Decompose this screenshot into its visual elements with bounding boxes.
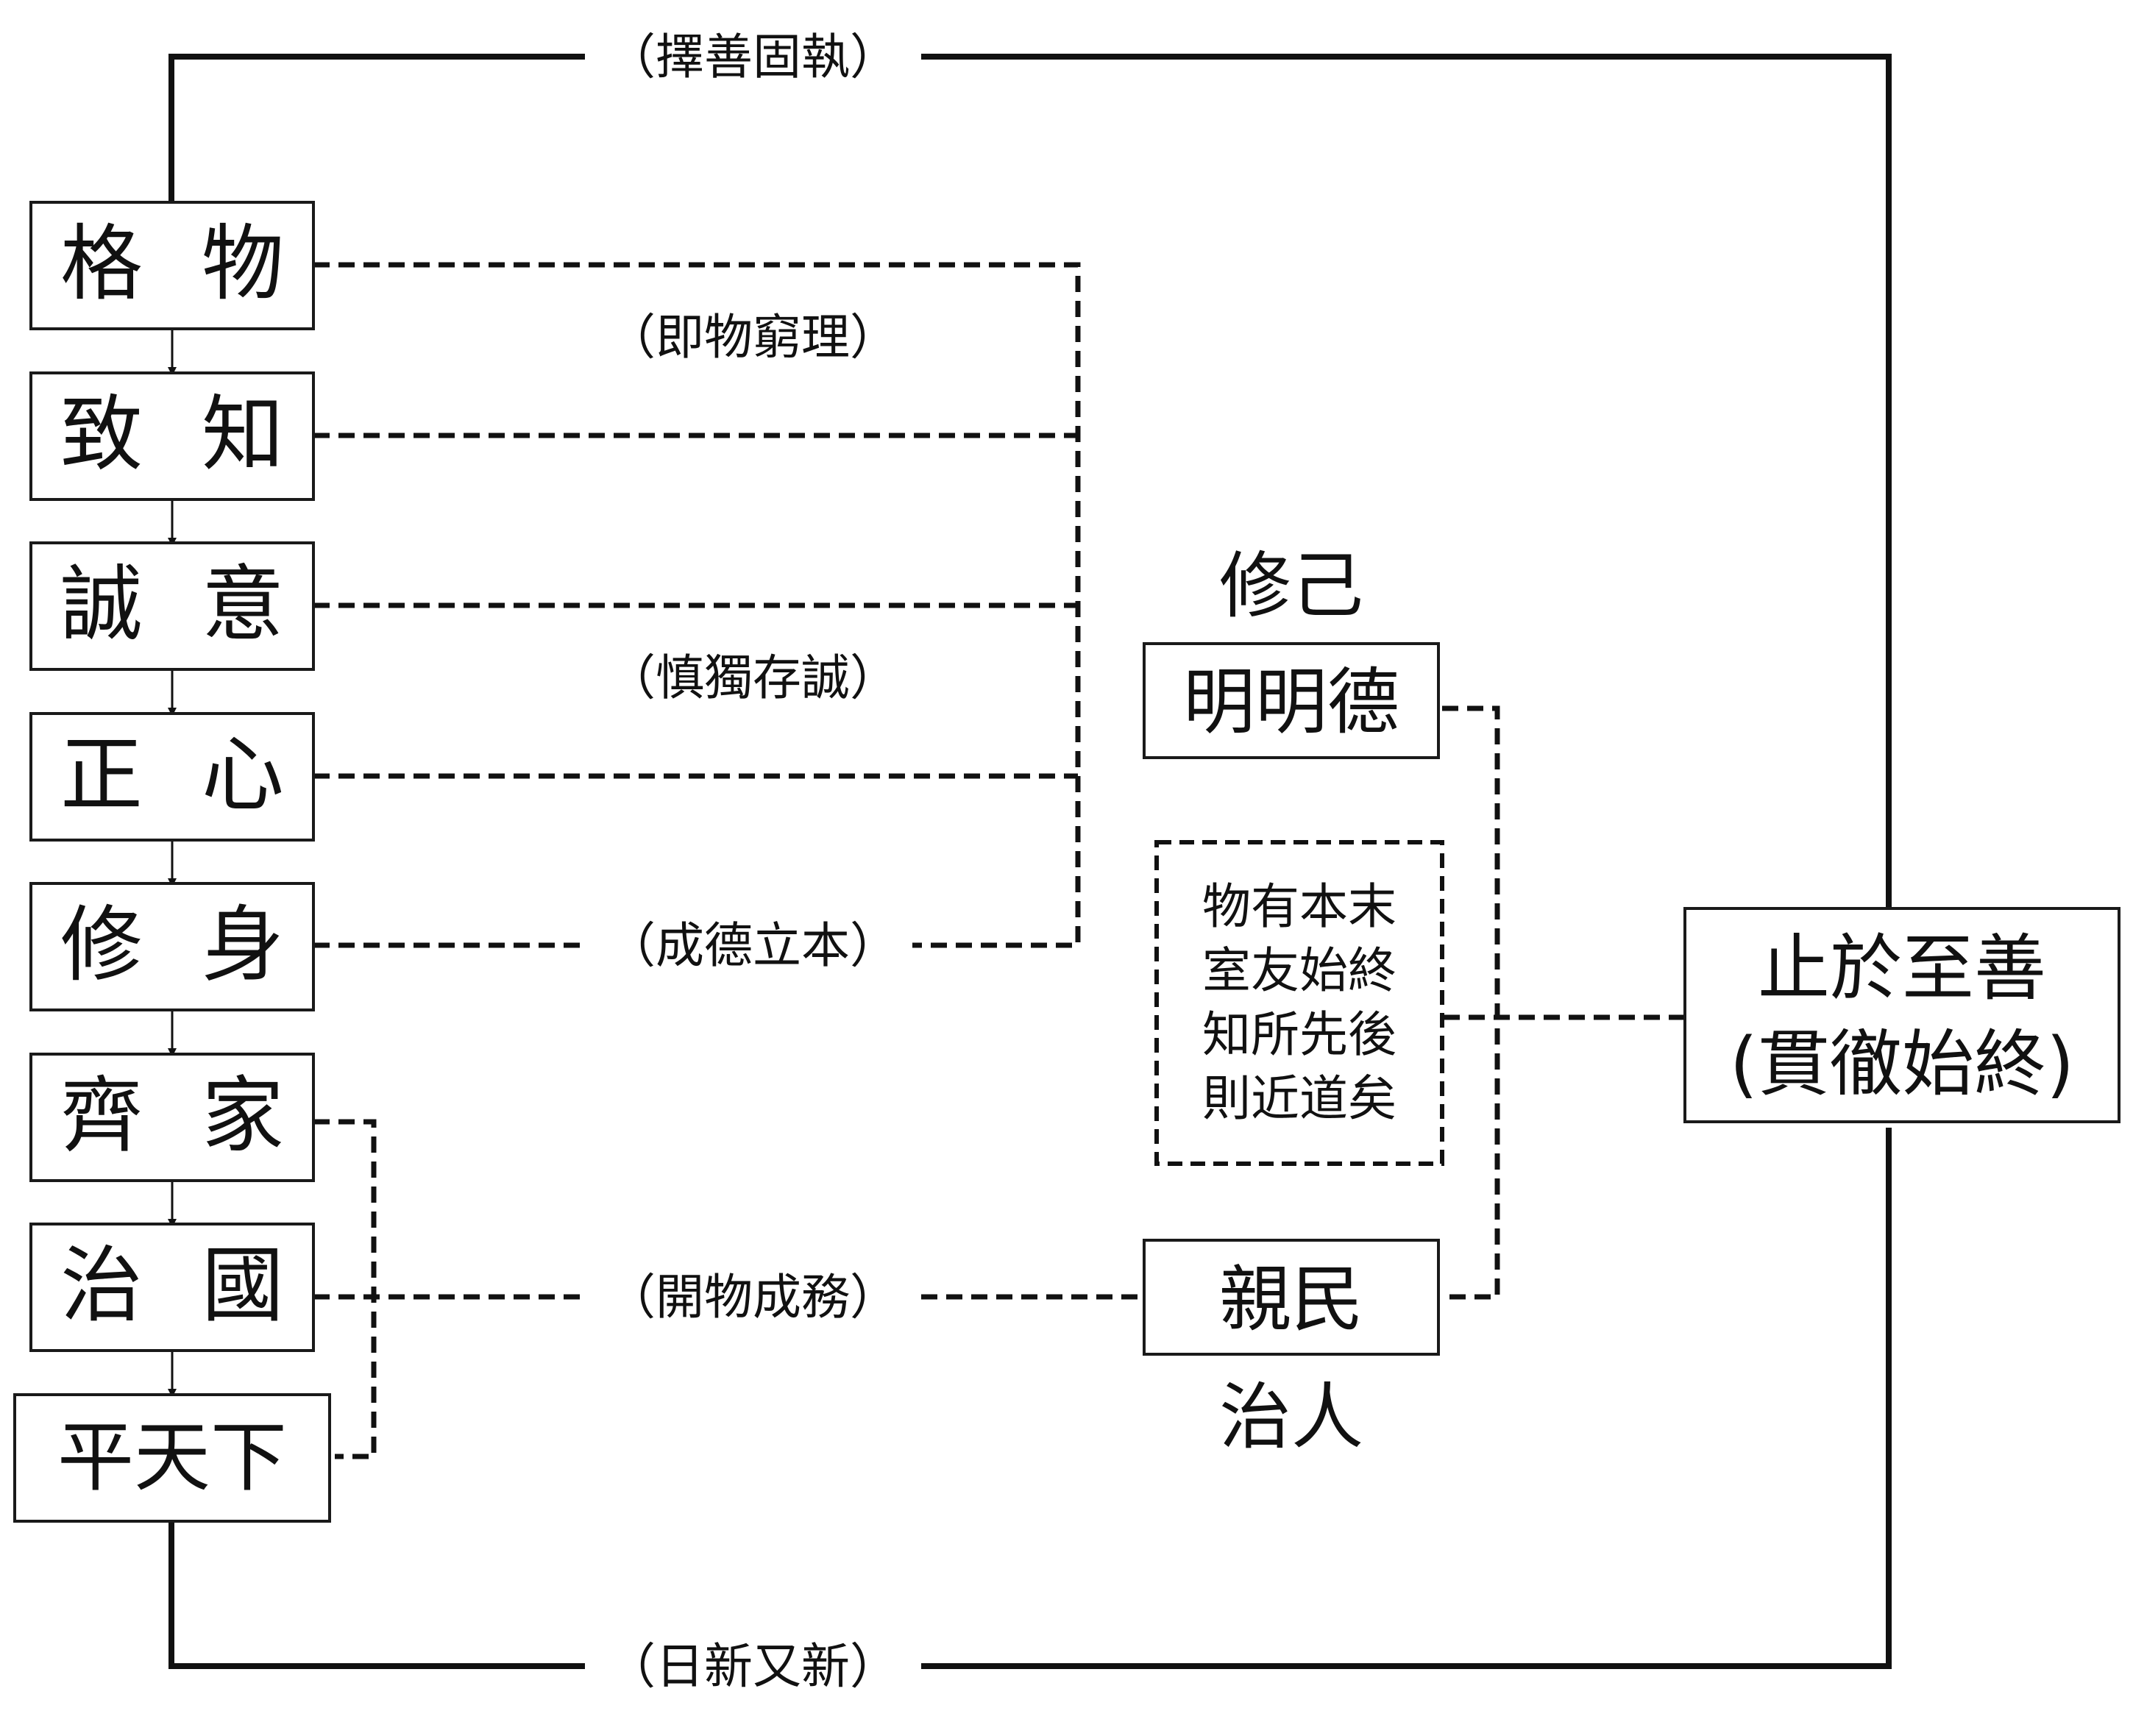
qinmin-box: 親民: [1143, 1239, 1440, 1356]
step-pingtianxia-label: 平天下: [57, 1412, 287, 1502]
note-investigation-text: （即物窮理）: [607, 309, 898, 366]
center-box-line1: 物有本末: [1202, 878, 1396, 935]
note-virtue: （成德立本）: [585, 912, 912, 978]
note-bottom-text: （日新又新）: [607, 1638, 898, 1695]
step-qijia-char2: 家: [202, 1068, 284, 1164]
step-chengyi-char1: 誠: [60, 557, 143, 652]
note-sincerity: （慎獨存誠）: [607, 650, 898, 706]
step-gewu: 格 物: [29, 201, 315, 330]
step-zhengxin: 正 心: [29, 712, 315, 842]
center-box-line3: 知所先後: [1202, 1006, 1396, 1063]
goal-line1: 止於至善: [1758, 927, 2046, 1011]
mingde-box: 明明德: [1143, 642, 1440, 759]
note-bottom: （日新又新）: [585, 1632, 921, 1701]
dashed-connectors-right: [1442, 705, 1689, 1300]
step-gewu-char2: 物: [202, 216, 284, 312]
note-governance: （開物成務）: [585, 1264, 921, 1330]
step-zhizhi-char2: 知: [202, 387, 284, 483]
step-qijia-char1: 齊: [60, 1068, 143, 1164]
step-xiushen: 修 身: [29, 882, 315, 1011]
step-zhizhi-char1: 致: [60, 387, 143, 483]
mingde-label: 明明德: [1183, 661, 1399, 744]
qinmin-caption: 治人: [1219, 1376, 1363, 1459]
goal-line2: (貫徹始終): [1730, 1022, 2074, 1106]
mingde-caption: 修己: [1219, 544, 1363, 628]
step-zhizhi: 致 知: [29, 371, 315, 501]
step-gewu-char1: 格: [60, 216, 143, 312]
step-pingtianxia: 平天下: [13, 1393, 331, 1523]
step-zhiguo-char1: 治: [60, 1238, 143, 1334]
step-zhiguo: 治 國: [29, 1223, 315, 1352]
center-box-line2: 室友始終: [1202, 942, 1396, 999]
step-zhengxin-char2: 心: [202, 728, 284, 823]
step-zhiguo-char2: 國: [202, 1238, 284, 1334]
step-qijia: 齊 家: [29, 1053, 315, 1182]
note-top-text: （擇善固執）: [607, 29, 898, 85]
dashed-connectors-left: [313, 262, 1144, 1459]
qinmin-label: 親民: [1219, 1258, 1363, 1342]
note-virtue-text: （成德立本）: [607, 917, 898, 974]
step-xiushen-char1: 修: [60, 897, 143, 993]
note-sincerity-text: （慎獨存誠）: [607, 650, 898, 706]
goal-box: 止於至善 (貫徹始終): [1683, 907, 2120, 1123]
step-xiushen-char2: 身: [202, 897, 284, 993]
step-chengyi: 誠 意: [29, 541, 315, 671]
center-box-line4: 則近道矣: [1202, 1070, 1396, 1127]
note-top: （擇善固執）: [585, 22, 921, 91]
step-zhengxin-char1: 正: [60, 728, 143, 823]
outer-loop: [168, 54, 1892, 1669]
step-chengyi-char2: 意: [202, 557, 284, 652]
center-box: 物有本末 室友始終 知所先後 則近道矣: [1154, 840, 1444, 1166]
note-governance-text: （開物成務）: [607, 1269, 898, 1326]
note-investigation: （即物窮理）: [607, 309, 898, 366]
